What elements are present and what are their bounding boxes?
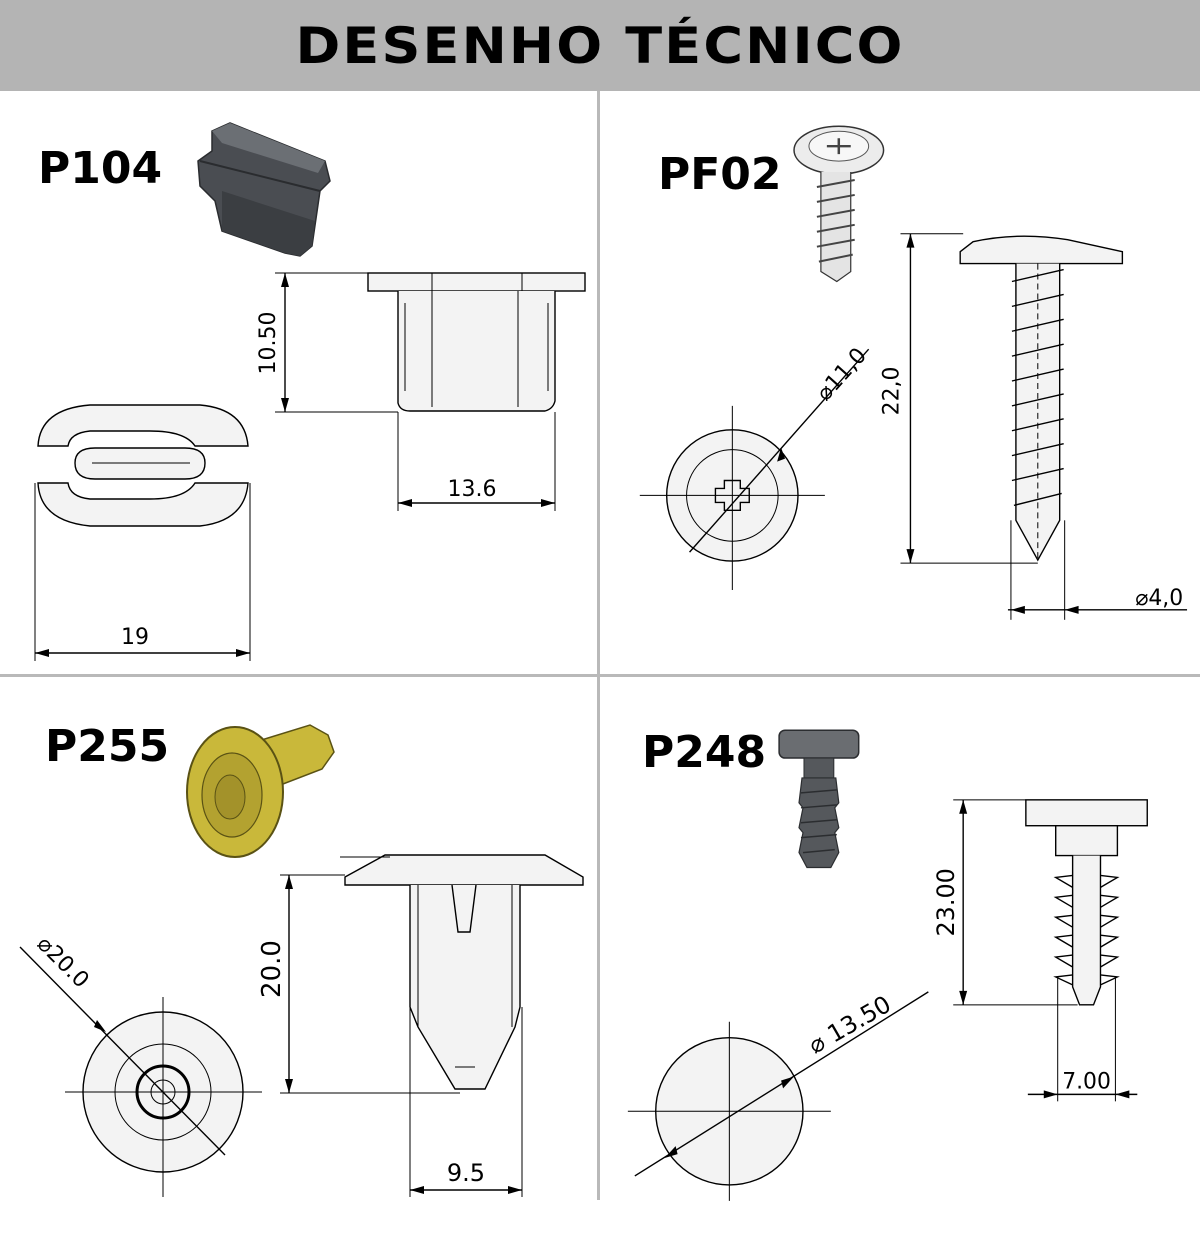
- p255-drawing: 20.0 9.5 ⌀20.0: [19, 724, 584, 1197]
- page-title: DESENHO TÉCNICO: [295, 16, 905, 75]
- p255-side-view: [340, 854, 584, 1090]
- p255-head-label: ⌀20.0: [32, 932, 94, 994]
- p104-height-label: 10.50: [256, 312, 281, 375]
- p248-render-icon: [778, 729, 860, 869]
- p255-length-label: 20.0: [257, 940, 287, 998]
- p255-front-view: [19, 946, 262, 1197]
- p248-drawing: 23.00 7.00 ⌀ 13.50: [627, 729, 1148, 1201]
- panel-p104: 10.50 13.6 19 P104: [0, 91, 597, 674]
- pf02-shank-dimension: ⌀4,0: [1007, 520, 1188, 620]
- panel-p248: 23.00 7.00 ⌀ 13.50 P248: [600, 677, 1197, 1260]
- p255-code: P255: [45, 721, 170, 772]
- p248-side-view: [1025, 799, 1148, 1006]
- pf02-code: PF02: [658, 149, 782, 200]
- p104-length-dimension: 19: [34, 483, 251, 661]
- pf02-side-view: [959, 235, 1124, 562]
- pf02-shank-label: ⌀4,0: [1135, 586, 1183, 611]
- pf02-front-view: [639, 405, 825, 590]
- horizontal-divider: [0, 674, 1200, 677]
- header-banner: DESENHO TÉCNICO: [0, 0, 1200, 91]
- vertical-divider: [597, 91, 600, 1200]
- p104-top-view: [37, 404, 249, 527]
- p248-width-dimension: 7.00: [1027, 976, 1138, 1102]
- pf02-length-dimension: 22,0: [880, 233, 1038, 564]
- pf02-head-label: ⌀11,0: [812, 343, 872, 406]
- p104-height-dimension: 10.50: [256, 272, 398, 413]
- p104-length-label: 19: [121, 625, 149, 650]
- p104-drawing: 10.50 13.6 19: [34, 122, 586, 661]
- p248-head-label: ⌀ 13.50: [804, 990, 896, 1059]
- p104-render-icon: [197, 122, 331, 257]
- panel-p255: 20.0 9.5 ⌀20.0 P255: [0, 677, 597, 1260]
- p248-code: P248: [642, 727, 767, 778]
- p255-width-dimension: 9.5: [409, 1007, 523, 1197]
- pf02-render-icon: [793, 125, 885, 283]
- p248-front-view: [627, 991, 929, 1201]
- p248-length-label: 23.00: [932, 868, 960, 936]
- p248-head-dimension: ⌀ 13.50: [804, 990, 896, 1059]
- pf02-length-label: 22,0: [880, 367, 905, 416]
- p248-length-dimension: 23.00: [932, 799, 1078, 1006]
- p248-width-label: 7.00: [1062, 1069, 1111, 1094]
- p104-code: P104: [38, 143, 163, 194]
- panel-pf02: 22,0 ⌀4,0 ⌀11,0 PF02: [600, 91, 1197, 674]
- p255-length-dimension: 20.0: [257, 874, 460, 1094]
- p255-head-dimension: ⌀20.0: [32, 932, 94, 994]
- p104-side-view: [367, 272, 586, 412]
- p104-width-label: 13.6: [448, 477, 497, 502]
- p104-width-dimension: 13.6: [397, 412, 556, 511]
- p255-render-icon: [186, 724, 335, 858]
- p255-width-label: 9.5: [447, 1159, 485, 1187]
- pf02-drawing: 22,0 ⌀4,0 ⌀11,0: [639, 125, 1188, 620]
